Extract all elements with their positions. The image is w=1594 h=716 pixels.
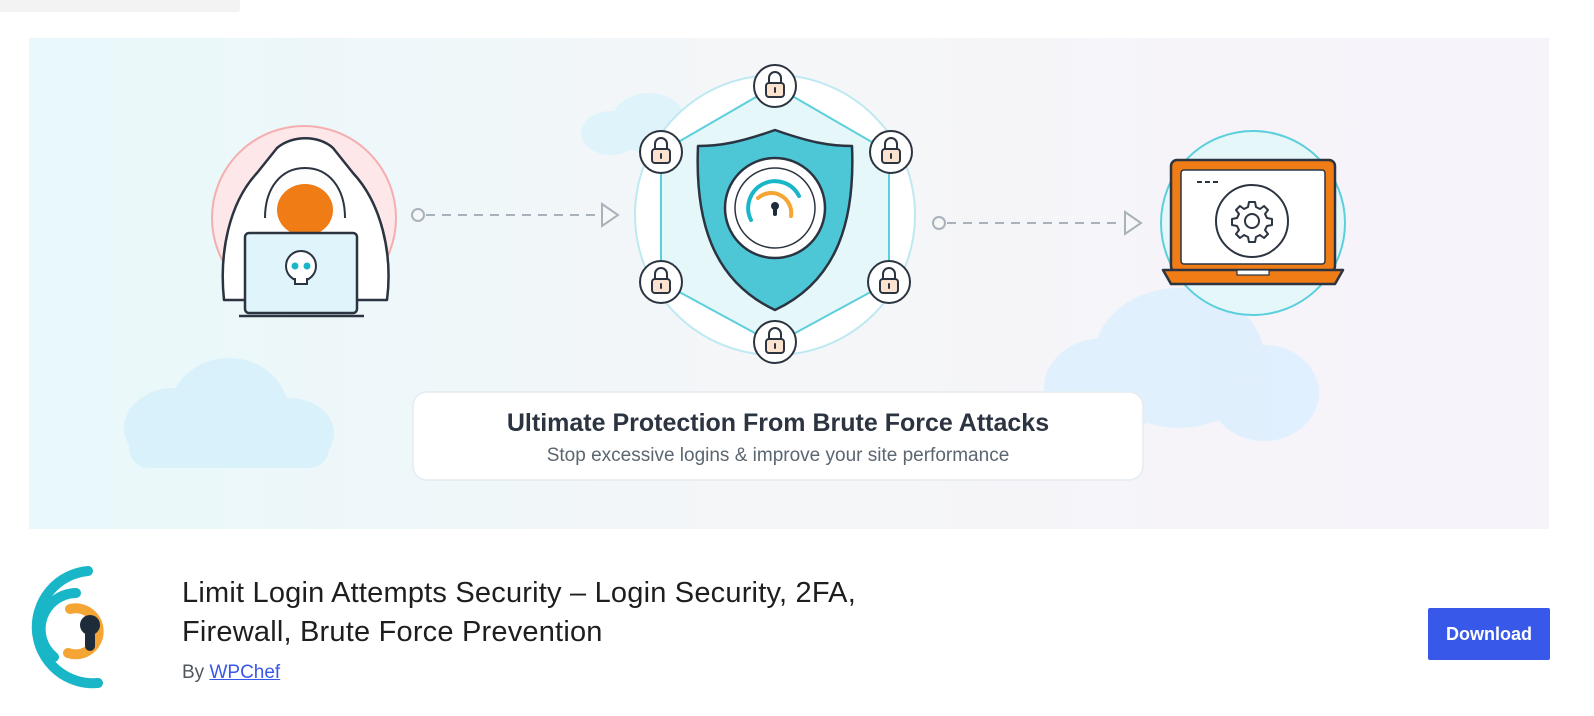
- shield-icon: [634, 64, 916, 364]
- byline-prefix: By: [182, 662, 205, 683]
- lock-icon: [869, 130, 913, 174]
- plugin-title: Limit Login Attempts Security – Login Se…: [182, 577, 856, 648]
- caption-card: [412, 391, 1144, 481]
- arrow-icon: [411, 202, 620, 228]
- download-button[interactable]: Download: [1428, 608, 1550, 660]
- arrow-icon: [932, 210, 1143, 236]
- lock-icon: [639, 260, 683, 304]
- banner-subtext: Stop excessive logins & improve your sit…: [547, 445, 1010, 466]
- laptop-settings-icon: [1160, 130, 1346, 316]
- plugin-byline: By WPChef: [182, 662, 280, 684]
- lock-icon: [753, 320, 797, 364]
- plugin-banner: Ultimate Protection From Brute Force Att…: [29, 38, 1549, 529]
- top-tab-strip: [0, 0, 240, 12]
- lock-icon: [753, 64, 797, 108]
- hacker-icon: [211, 125, 397, 318]
- plugin-logo-icon: [28, 565, 126, 695]
- gear-icon: [1231, 201, 1273, 243]
- lock-icon: [639, 130, 683, 174]
- banner-illustration: Ultimate Protection From Brute Force Att…: [29, 38, 1549, 529]
- banner-headline: Ultimate Protection From Brute Force Att…: [507, 409, 1049, 437]
- lock-icon: [867, 260, 911, 304]
- author-link[interactable]: WPChef: [209, 662, 281, 683]
- cloud-icon: [124, 358, 334, 468]
